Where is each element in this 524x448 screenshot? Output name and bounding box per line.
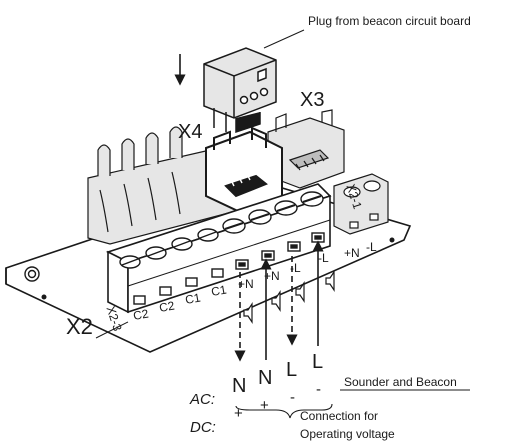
dc-value-plus-2: +: [260, 397, 269, 414]
dc-label: DC:: [190, 419, 216, 436]
x3-label: X3: [300, 89, 324, 111]
terminal-label-minus-l-a: -L: [290, 261, 301, 275]
x2-terminal-block: [105, 183, 332, 314]
terminal-label-plus-n-b: +N: [264, 269, 280, 283]
wire-arrows: [234, 240, 324, 362]
plug-callout-label: Plug from beacon circuit board: [308, 14, 471, 28]
x2-1-terminal-block: [333, 173, 389, 235]
mounting-hole-left: [24, 266, 40, 282]
x2-label: X2: [66, 314, 93, 339]
operating-voltage-brace: [235, 403, 333, 419]
ac-value-l-1: L: [286, 359, 297, 381]
wire-entry-row: [133, 232, 325, 305]
operating-voltage-label: Operating voltage: [300, 427, 395, 441]
terminal-label-c2-a: C2: [132, 306, 150, 323]
ac-value-l-2: L: [312, 351, 323, 373]
sounder-beacon-label: Sounder and Beacon: [344, 375, 457, 389]
x4-label: X4: [178, 121, 202, 143]
grey-terminal-block-rear: [87, 126, 241, 245]
terminal-label-minus-l-b: -L: [318, 251, 329, 265]
board-via: [41, 294, 47, 300]
plug-leader-line: [263, 29, 305, 49]
terminal-label-plus-n-a: +N: [238, 277, 254, 291]
x2-leader-line: [95, 321, 129, 339]
speaker-icon: [243, 270, 335, 324]
dc-value-minus-2: -: [316, 381, 321, 398]
dc-value-minus-1: -: [290, 389, 295, 406]
dc-value-plus-1: +: [234, 405, 243, 422]
terminal-label-c1-b: C1: [210, 282, 228, 299]
x4-socket: [205, 126, 283, 214]
terminal-label-c2-b: C2: [158, 298, 176, 315]
connection-for-label: Connection for: [300, 409, 378, 423]
x2-1-label-minus-l: -L: [366, 240, 377, 254]
terminal-label-c1-a: C1: [184, 290, 202, 307]
ac-label: AC:: [189, 391, 215, 408]
x2-1-label-plus-n: +N: [344, 246, 360, 260]
x3-socket: [267, 109, 345, 189]
beacon-plug: [203, 47, 277, 134]
ac-value-n-2: N: [258, 367, 272, 389]
ac-value-n-1: N: [232, 375, 246, 397]
board-via: [389, 237, 395, 243]
screw-row: [119, 191, 324, 269]
